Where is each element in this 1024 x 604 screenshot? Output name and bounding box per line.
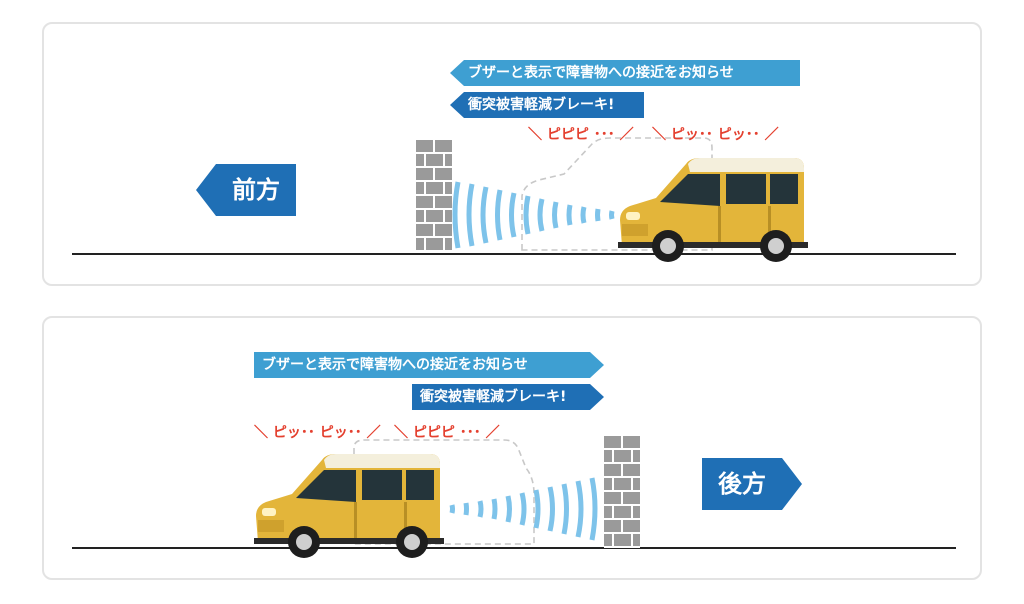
ghost-car-outline (521, 137, 713, 251)
front-scene-illustration (72, 137, 956, 262)
rear-direction-tag: 後方 (702, 458, 802, 510)
car-rear-facing (254, 454, 444, 558)
rear-scenario-panel: ブザーと表示で障害物への接近をお知らせ 衝突被害軽減ブレーキ! ＼ ピッ･･ ピ… (42, 316, 982, 580)
front-direction-tag: 前方 (196, 164, 296, 216)
rear-warning-label: ブザーと表示で障害物への接近をお知らせ (254, 352, 604, 378)
sensor-waves (449, 477, 598, 541)
front-brake-label: 衝突被害軽減ブレーキ! (450, 92, 644, 118)
rear-scene-illustration (72, 436, 956, 558)
car-front-facing (618, 158, 808, 262)
rear-beep-slow: ＼ ピッ･･ ピッ･･ ／ (254, 425, 381, 441)
front-warning-label: ブザーと表示で障害物への接近をお知らせ (450, 60, 800, 86)
brick-wall (604, 436, 640, 548)
front-beep-slow: ＼ ピッ･･ ピッ･･ ／ (652, 127, 779, 143)
rear-brake-label: 衝突被害軽減ブレーキ! (412, 384, 604, 410)
brick-wall (416, 140, 452, 252)
rear-beep-fast: ＼ ピピピ ･･･ ／ (394, 425, 500, 441)
ghost-car-outline (353, 439, 535, 545)
front-scenario-panel: ブザーと表示で障害物への接近をお知らせ 衝突被害軽減ブレーキ! ＼ ピピピ ･･… (42, 22, 982, 286)
front-beep-fast: ＼ ピピピ ･･･ ／ (528, 127, 634, 143)
sensor-waves (452, 181, 615, 249)
